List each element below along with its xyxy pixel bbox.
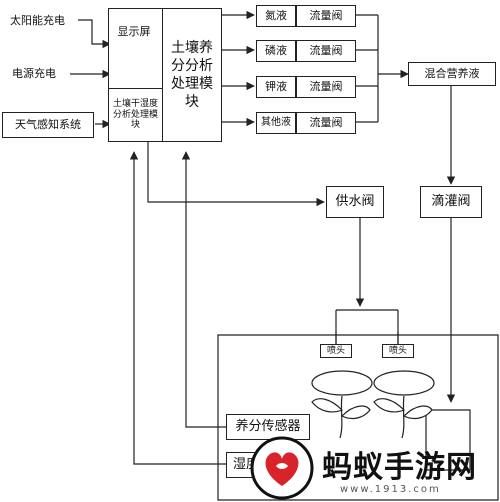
solar-label: 太阳能充电 bbox=[10, 13, 65, 27]
valve-potassium: 流量阀 bbox=[296, 76, 356, 98]
field-outline bbox=[217, 334, 499, 501]
valve-nitrogen: 流量阀 bbox=[296, 5, 356, 27]
merge-line bbox=[356, 14, 379, 123]
watermark-brand: 蚂蚁手游网 bbox=[322, 450, 477, 485]
nutrient-module: 土壤养分分析处理模块 bbox=[162, 8, 222, 142]
valve-other: 流量阀 bbox=[296, 112, 356, 134]
nozzle-right: 喷头 bbox=[382, 344, 414, 358]
plant-left bbox=[311, 370, 373, 439]
drip-tank bbox=[425, 409, 471, 471]
nozzle-left: 喷头 bbox=[320, 344, 352, 358]
solar-link bbox=[78, 19, 111, 49]
drip-valve-box: 滴灌阀 bbox=[420, 186, 482, 218]
humidity-feedback bbox=[129, 151, 226, 465]
water-valve-box: 供水阀 bbox=[326, 186, 384, 218]
plant-right bbox=[373, 370, 435, 439]
nozzle-split bbox=[335, 309, 399, 344]
watermark-logo-icon bbox=[250, 436, 314, 500]
valve-phosphorus: 流量阀 bbox=[296, 40, 356, 62]
mixer-box: 混合营养液 bbox=[408, 62, 496, 86]
watermark-url: www.1913.com bbox=[340, 484, 441, 495]
nozzle-arrows bbox=[335, 332, 399, 344]
humidity-module: 土壤干湿度分析处理模块 bbox=[108, 88, 163, 142]
nutrient-sensor: 养分传感器 bbox=[226, 414, 310, 440]
power-label: 电源充电 bbox=[12, 66, 56, 80]
to-water-valve bbox=[147, 142, 325, 207]
liquid-potassium: 钾液 bbox=[256, 76, 296, 98]
weather-box: 天气感知系统 bbox=[2, 112, 94, 138]
watermark: 蚂蚁手游网 www.1913.com bbox=[246, 434, 500, 502]
liquid-phosphorus: 磷液 bbox=[256, 40, 296, 62]
liquid-other: 其他液 bbox=[256, 112, 296, 134]
liquid-nitrogen: 氮液 bbox=[256, 5, 296, 27]
display-label: 显示屏 bbox=[110, 22, 158, 42]
nutrient-feedback bbox=[181, 151, 226, 428]
